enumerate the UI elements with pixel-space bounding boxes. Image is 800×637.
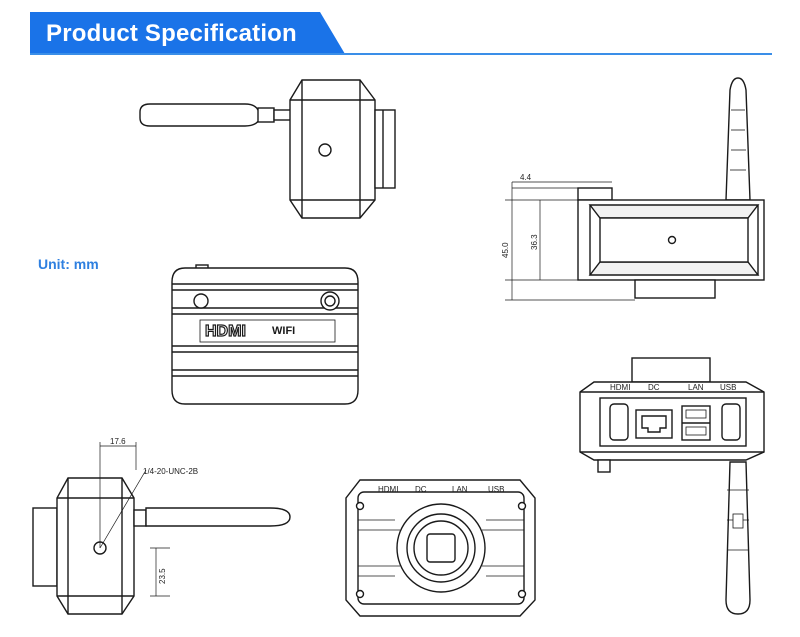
view-top-with-antenna — [139, 79, 396, 219]
lens-port-label-dc: DC — [415, 485, 427, 494]
view-side-with-dimensions — [505, 77, 765, 301]
lens-port-label-hdmi: HDMI — [378, 485, 398, 494]
section-header: Product Specification — [30, 12, 345, 54]
port-label-dc: DC — [648, 383, 660, 392]
view-rear-ports — [579, 357, 765, 615]
port-label-hdmi: HDMI — [610, 383, 630, 392]
view-lens-front — [345, 479, 536, 617]
dim-side-height: 23.5 — [158, 568, 167, 584]
dim-height-inner: 36.3 — [530, 234, 539, 250]
view-side-thread — [32, 442, 291, 615]
dim-height-outer: 45.0 — [501, 242, 510, 258]
port-label-lan: LAN — [688, 383, 704, 392]
dim-side-width: 17.6 — [110, 437, 126, 446]
dim-top-offset: 4.4 — [520, 173, 532, 182]
header-banner-shape — [30, 12, 345, 54]
logo-text: HDMI — [205, 323, 246, 340]
lens-port-label-lan: LAN — [452, 485, 468, 494]
port-label-usb: USB — [720, 383, 736, 392]
header-rule — [30, 53, 772, 55]
logo-subtext: WIFI — [272, 325, 295, 337]
dim-thread: 1/4-20-UNC-2B — [143, 467, 198, 476]
unit-label: Unit: mm — [38, 256, 99, 272]
page-title: Product Specification — [46, 20, 297, 47]
lens-port-label-usb: USB — [488, 485, 504, 494]
view-front-logo — [171, 264, 359, 405]
